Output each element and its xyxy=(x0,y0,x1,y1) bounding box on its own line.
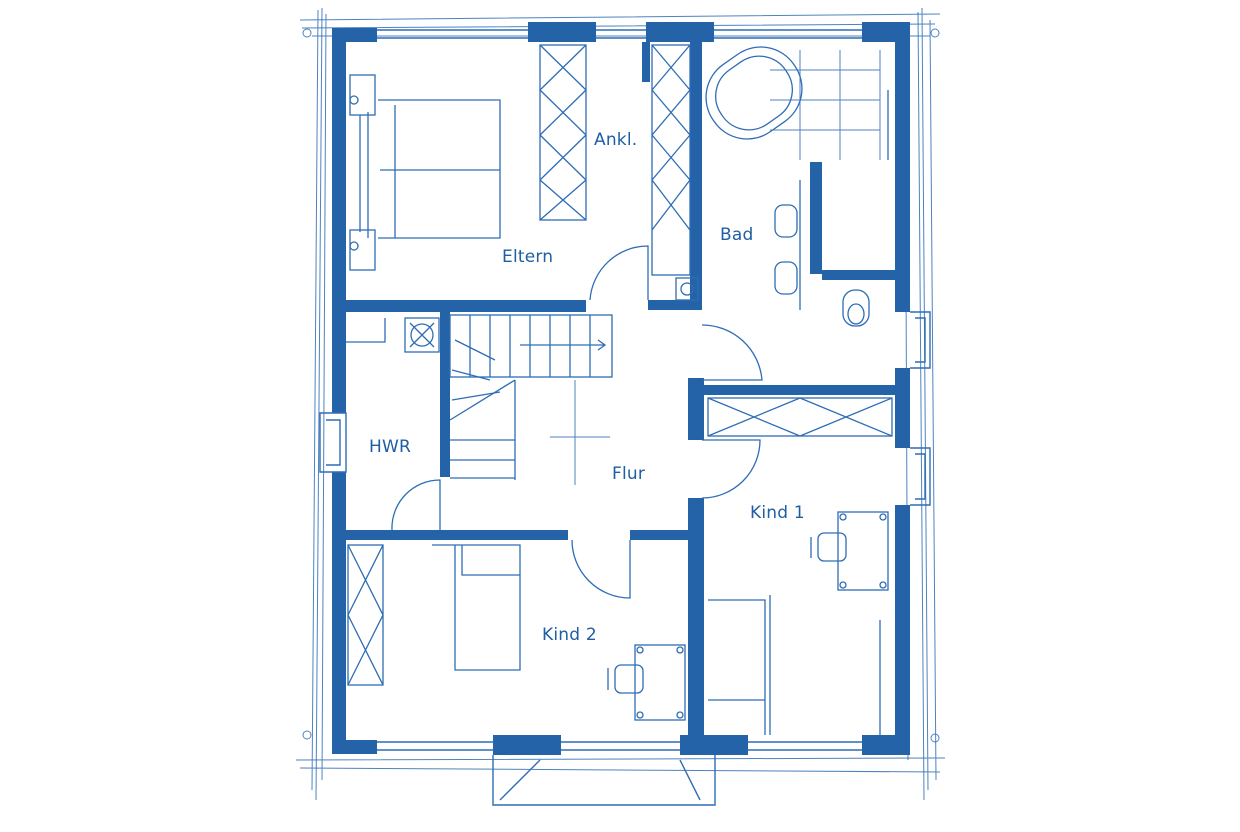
ankl-furniture xyxy=(651,44,699,301)
room-label-eltern: Eltern xyxy=(502,247,554,267)
room-label-flur: Flur xyxy=(612,464,646,484)
hwr-furniture xyxy=(346,317,440,353)
room-label-bad: Bad xyxy=(720,225,754,245)
bad-furniture xyxy=(705,46,889,327)
room-label-kind1: Kind 1 xyxy=(750,503,805,523)
sketch-lines xyxy=(295,7,946,801)
room-label-hwr: HWR xyxy=(369,437,412,457)
room-label-kind2: Kind 2 xyxy=(542,625,597,645)
doors xyxy=(391,245,763,599)
room-label-ankl: Ankl. xyxy=(594,130,638,150)
kind1-furniture xyxy=(707,397,893,735)
kind2-furniture xyxy=(347,544,686,721)
eltern-furniture xyxy=(349,44,587,271)
stairs xyxy=(449,314,613,485)
windows xyxy=(319,29,931,806)
walls xyxy=(332,22,910,755)
